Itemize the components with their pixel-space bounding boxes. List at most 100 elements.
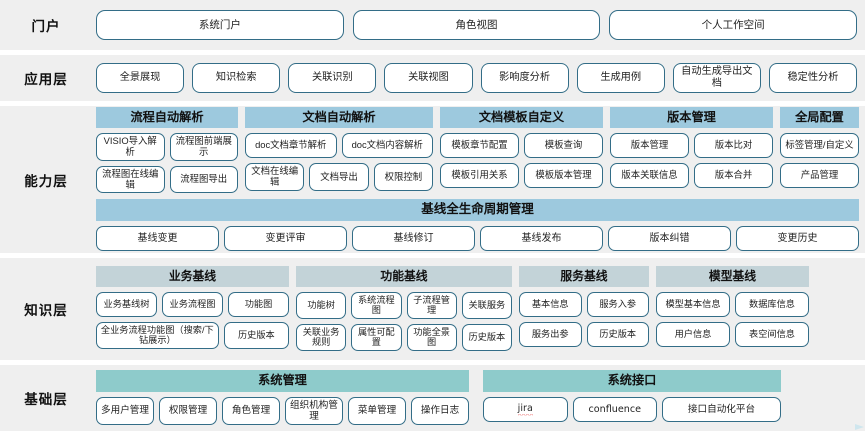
cap-g1-r0-c0[interactable]: doc文档章节解析: [245, 133, 337, 159]
knowledge-group-service-baseline: 服务基线 基本信息 服务入参 服务出参 历史版本: [519, 265, 649, 351]
group-row: 流程图在线编辑 流程图导出: [96, 165, 238, 194]
portal-item-1[interactable]: 角色视图: [352, 10, 601, 40]
capability-group-process-parse: 流程自动解析 VISIO导入解析 流程图前端展示 流程图在线编辑 流程图导出: [96, 106, 238, 194]
app-item-6[interactable]: 自动生成导出文档: [672, 63, 761, 93]
know-g1-r0-c0[interactable]: 功能树: [296, 291, 347, 319]
portal-item-0[interactable]: 系统门户: [96, 10, 344, 40]
know-g3-r0-c1[interactable]: 数据库信息: [735, 291, 809, 317]
base-g0-c0[interactable]: 多用户管理: [96, 396, 154, 425]
portal-item-2[interactable]: 个人工作空间: [609, 10, 858, 40]
knowledge-group-model-baseline: 模型基线 模型基本信息 数据库信息 用户信息 表空间信息: [656, 265, 809, 351]
know-g2-r1-c1[interactable]: 历史版本: [586, 321, 649, 347]
layer-label-knowledge: 知识层: [24, 303, 68, 318]
know-g0-r1-c0[interactable]: 全业务流程功能图（搜索/下钻展示）: [96, 321, 219, 349]
lifecycle-item-2[interactable]: 基线修订: [352, 226, 475, 252]
group-row: 全业务流程功能图（搜索/下钻展示） 历史版本: [96, 321, 289, 349]
group-title: 全局配置: [780, 106, 859, 129]
capability-group-doc-template: 文档模板自定义 模板章节配置 模板查询 模板引用关系 模板版本管理: [440, 106, 603, 194]
capability-group-row: 流程自动解析 VISIO导入解析 流程图前端展示 流程图在线编辑 流程图导出: [96, 106, 859, 194]
base-g0-c3[interactable]: 组织机构管理: [285, 396, 343, 425]
cap-g4-r0-c0[interactable]: 标签管理/自定义: [780, 133, 859, 159]
base-g0-c1[interactable]: 权限管理: [159, 396, 217, 425]
cap-g2-r0-c1[interactable]: 模板查询: [524, 133, 603, 159]
app-item-5[interactable]: 生成用例: [576, 63, 665, 93]
lifecycle-item-0[interactable]: 基线变更: [96, 226, 219, 252]
cap-g0-r0-c0[interactable]: VISIO导入解析: [96, 133, 165, 161]
group-row: 多用户管理 权限管理 角色管理 组织机构管理 菜单管理 操作日志: [96, 396, 469, 425]
know-g1-r1-c3[interactable]: 历史版本: [461, 323, 512, 352]
know-g2-r0-c0[interactable]: 基本信息: [519, 291, 582, 317]
knowledge-group-business-baseline: 业务基线 业务基线树 业务流程图 功能图 全业务流程功能图（搜索/下钻展示） 历…: [96, 265, 289, 351]
capability-group-version-mgmt: 版本管理 版本管理 版本比对 版本关联信息 版本合并: [610, 106, 773, 194]
app-item-3[interactable]: 关联视图: [384, 63, 473, 93]
know-g0-r0-c1[interactable]: 业务流程图: [162, 291, 223, 317]
know-g1-r1-c1[interactable]: 属性可配置: [351, 323, 402, 352]
cap-g3-r0-c0[interactable]: 版本管理: [610, 133, 689, 159]
group-row: 模板章节配置 模板查询: [440, 133, 603, 159]
group-row: 模板引用关系 模板版本管理: [440, 163, 603, 189]
know-g1-r1-c0[interactable]: 关联业务规则: [296, 323, 347, 352]
base-g0-c5[interactable]: 操作日志: [411, 396, 469, 425]
group-title: 文档自动解析: [245, 106, 433, 129]
layer-label-foundation: 基础层: [24, 392, 68, 407]
cap-g3-r1-c1[interactable]: 版本合并: [694, 163, 773, 189]
group-title: 功能基线: [296, 265, 512, 287]
cap-g1-r1-c0[interactable]: 文档在线编辑: [245, 163, 305, 191]
group-title: 业务基线: [96, 265, 289, 287]
cap-g1-r1-c1[interactable]: 文档导出: [309, 163, 369, 191]
group-row: 模型基本信息 数据库信息: [656, 291, 809, 317]
know-g1-r0-c3[interactable]: 关联服务: [461, 291, 512, 319]
cap-g2-r1-c1[interactable]: 模板版本管理: [524, 163, 603, 189]
app-item-4[interactable]: 影响度分析: [480, 63, 569, 93]
base-g1-c0-jira[interactable]: jira: [483, 396, 568, 422]
app-item-1[interactable]: 知识检索: [192, 63, 281, 93]
lifecycle-item-3[interactable]: 基线发布: [480, 226, 603, 252]
know-g0-r0-c2[interactable]: 功能图: [228, 291, 289, 317]
layer-label-portal: 门户: [31, 19, 61, 34]
cap-g1-r1-c2[interactable]: 权限控制: [373, 163, 433, 191]
layer-body-capability: 流程自动解析 VISIO导入解析 流程图前端展示 流程图在线编辑 流程图导出: [96, 101, 865, 258]
cap-g0-r1-c1[interactable]: 流程图导出: [169, 165, 238, 194]
group-row: 业务基线树 业务流程图 功能图: [96, 291, 289, 317]
know-g1-r1-c2[interactable]: 功能全景图: [406, 323, 457, 352]
cap-g3-r1-c0[interactable]: 版本关联信息: [610, 163, 689, 189]
group-row: 基线变更 变更评审 基线修订 基线发布 版本纠错 变更历史: [96, 226, 859, 252]
group-title: 文档模板自定义: [440, 106, 603, 129]
foundation-group-system-mgmt: 系统管理 多用户管理 权限管理 角色管理 组织机构管理 菜单管理 操作日志: [96, 370, 469, 425]
app-item-2[interactable]: 关联识别: [288, 63, 377, 93]
base-g1-c1-confluence[interactable]: confluence: [572, 396, 658, 422]
know-g2-r1-c0[interactable]: 服务出参: [519, 321, 582, 347]
cap-g0-r1-c0[interactable]: 流程图在线编辑: [96, 165, 165, 194]
know-g3-r1-c0[interactable]: 用户信息: [656, 321, 730, 347]
layer-label-application: 应用层: [24, 72, 68, 87]
cap-g4-r1-c0[interactable]: 产品管理: [780, 163, 859, 189]
app-item-7[interactable]: 稳定性分析: [768, 63, 857, 93]
cap-g1-r0-c1[interactable]: doc文档内容解析: [341, 133, 433, 159]
group-row: VISIO导入解析 流程图前端展示: [96, 133, 238, 161]
lifecycle-item-4[interactable]: 版本纠错: [608, 226, 731, 252]
cap-g2-r1-c0[interactable]: 模板引用关系: [440, 163, 519, 189]
know-g3-r0-c0[interactable]: 模型基本信息: [656, 291, 730, 317]
group-row: doc文档章节解析 doc文档内容解析: [245, 133, 433, 159]
knowledge-group-function-baseline: 功能基线 功能树 系统流程图 子流程管理 关联服务 关联业务规则 属性可配置 功…: [296, 265, 512, 352]
know-g0-r1-c1[interactable]: 历史版本: [223, 321, 289, 349]
base-g1-c2[interactable]: 接口自动化平台: [662, 396, 781, 422]
cap-g0-r0-c1[interactable]: 流程图前端展示: [169, 133, 238, 161]
know-g2-r0-c1[interactable]: 服务入参: [586, 291, 649, 317]
base-g0-c2[interactable]: 角色管理: [222, 396, 280, 425]
group-row: 标签管理/自定义: [780, 133, 859, 159]
lifecycle-item-1[interactable]: 变更评审: [224, 226, 347, 252]
know-g0-r0-c0[interactable]: 业务基线树: [96, 291, 157, 317]
capability-group-global-config: 全局配置 标签管理/自定义 产品管理: [780, 106, 859, 194]
group-row: 关联业务规则 属性可配置 功能全景图 历史版本: [296, 323, 512, 352]
base-g0-c4[interactable]: 菜单管理: [348, 396, 406, 425]
group-row: 用户信息 表空间信息: [656, 321, 809, 347]
app-item-0[interactable]: 全景展现: [96, 63, 185, 93]
know-g3-r1-c1[interactable]: 表空间信息: [735, 321, 809, 347]
know-g1-r0-c2[interactable]: 子流程管理: [406, 291, 457, 319]
group-title: 模型基线: [656, 265, 809, 287]
cap-g3-r0-c1[interactable]: 版本比对: [694, 133, 773, 159]
know-g1-r0-c1[interactable]: 系统流程图: [351, 291, 402, 319]
lifecycle-item-5[interactable]: 变更历史: [736, 226, 859, 252]
cap-g2-r0-c0[interactable]: 模板章节配置: [440, 133, 519, 159]
